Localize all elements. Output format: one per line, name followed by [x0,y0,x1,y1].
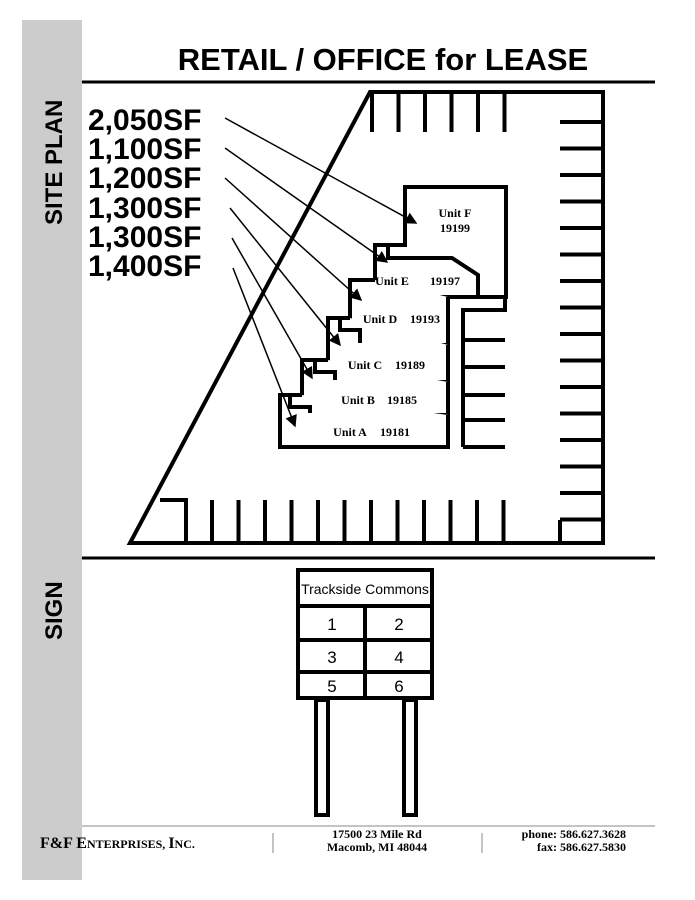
sign-post-right [402,698,418,817]
sign-board [296,568,434,817]
unit-f-number: 19199 [440,221,470,235]
sf-unit-c: 1,300SF [88,192,201,225]
unit-f-name: Unit F [439,206,472,220]
parking-lot [126,90,605,545]
sign-label: SIGN [41,581,68,640]
unit-a-outline [278,393,450,449]
unit-e-number: 19197 [430,274,460,288]
address-line2: Macomb, MI 48044 [327,840,427,854]
sf-labels: 2,050SF 1,100SF 1,200SF 1,300SF 1,300SF … [88,104,201,283]
company-name: F&F ENTERPRISES, INC. [40,835,195,852]
address-line1: 17500 23 Mile Rd [332,827,422,841]
sf-unit-b: 1,300SF [88,221,201,254]
pointer-arrows [224,117,418,428]
unit-d-number: 19193 [410,312,440,326]
sign-slot-3: 3 [327,648,336,667]
unit-a-number: 19181 [380,425,410,439]
sign-header: Trackside Commons [301,581,429,597]
sf-unit-a: 1,400SF [88,250,201,283]
sf-unit-f: 2,050SF [88,104,201,137]
unit-b-name: Unit B [341,393,375,407]
unit-a-name: Unit A [333,425,367,439]
unit-d-name: Unit D [363,312,398,326]
unit-labels: Unit F 19199 Unit E 19197 Unit D 19193 U… [333,206,471,439]
phone: phone: 586.627.3628 [522,827,626,841]
fax: fax: 586.627.5830 [537,840,626,854]
sf-unit-d: 1,200SF [88,162,201,195]
sf-unit-e: 1,100SF [88,133,201,166]
sign-slot-1: 1 [327,615,336,634]
page-title: RETAIL / OFFICE for LEASE [178,42,588,77]
sign-post-left [314,698,330,817]
site-plan-label: SITE PLAN [41,100,68,225]
sign-slot-2: 2 [394,615,403,634]
sidebar-band [22,20,82,880]
sign-slot-6: 6 [394,677,403,696]
unit-c-name: Unit C [348,358,382,372]
sign-slot-4: 4 [394,648,403,667]
unit-e-name: Unit E [375,274,409,288]
unit-c-number: 19189 [395,358,425,372]
unit-b-number: 19185 [387,393,417,407]
sign-slot-5: 5 [327,677,336,696]
